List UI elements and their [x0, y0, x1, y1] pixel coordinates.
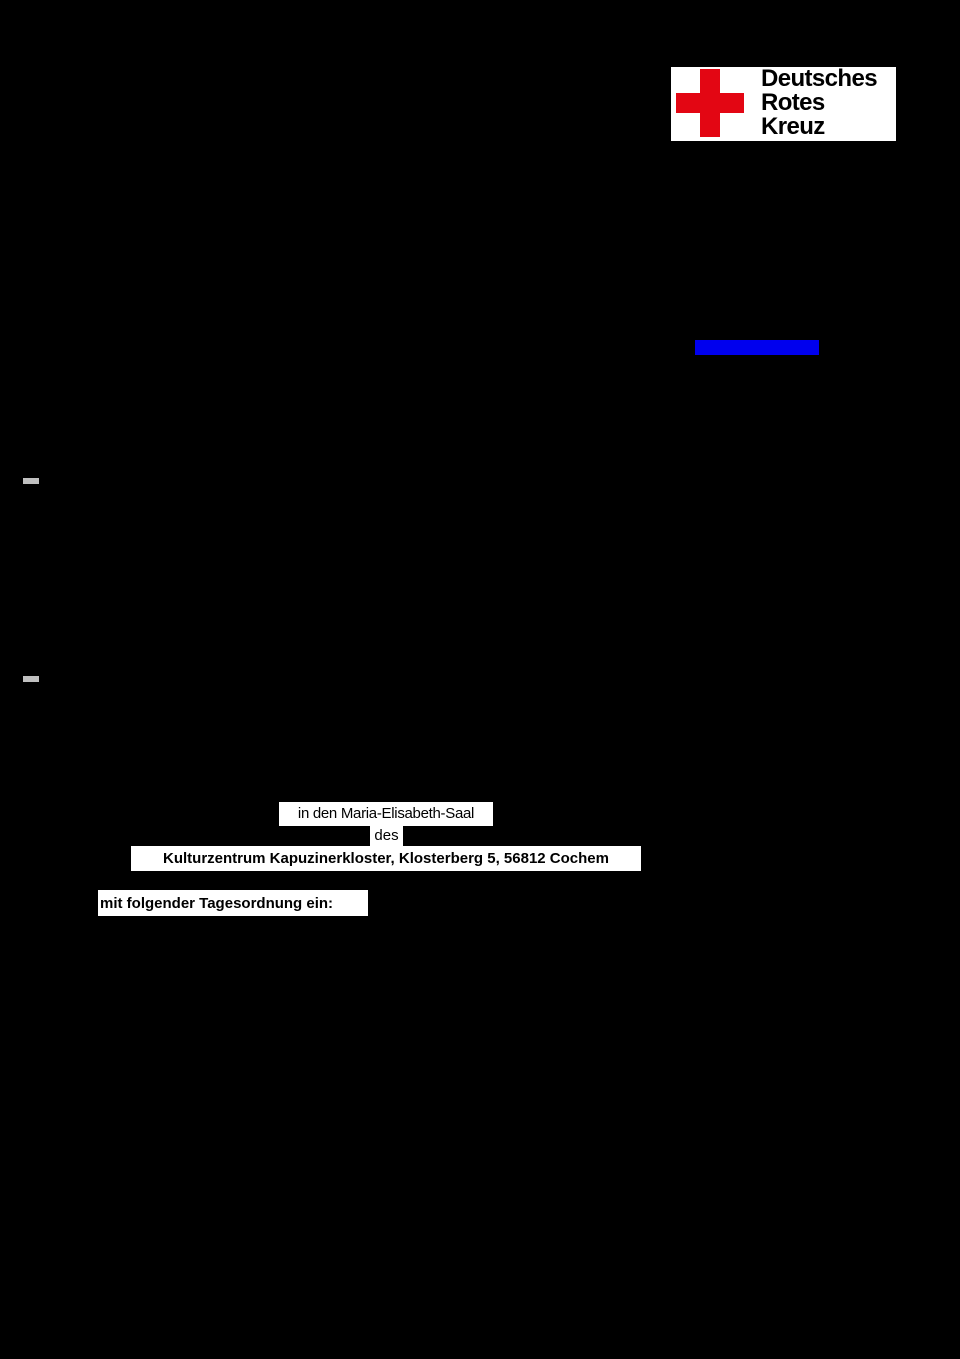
bullet-marker-1	[23, 478, 39, 484]
logo-line-deutsches: Deutsches	[761, 65, 878, 92]
email-link[interactable]	[695, 340, 819, 355]
drk-logo: Deutsches Rotes Kreuz	[671, 67, 896, 141]
agenda-intro: mit folgender Tagesordnung ein:	[98, 890, 368, 916]
logo-line-kreuz: Kreuz	[761, 113, 825, 140]
logo-wordmark: Deutsches Rotes Kreuz	[761, 67, 896, 139]
des-text: des	[370, 826, 403, 848]
bullet-marker-2	[23, 676, 39, 682]
location-line: in den Maria-Elisabeth-Saal	[279, 802, 493, 826]
venue-address: Kulturzentrum Kapuzinerkloster, Klosterb…	[131, 846, 641, 871]
logo-line-rotes: Rotes	[761, 89, 825, 116]
red-cross-horizontal-bar	[676, 93, 744, 113]
red-cross-icon	[676, 69, 744, 137]
